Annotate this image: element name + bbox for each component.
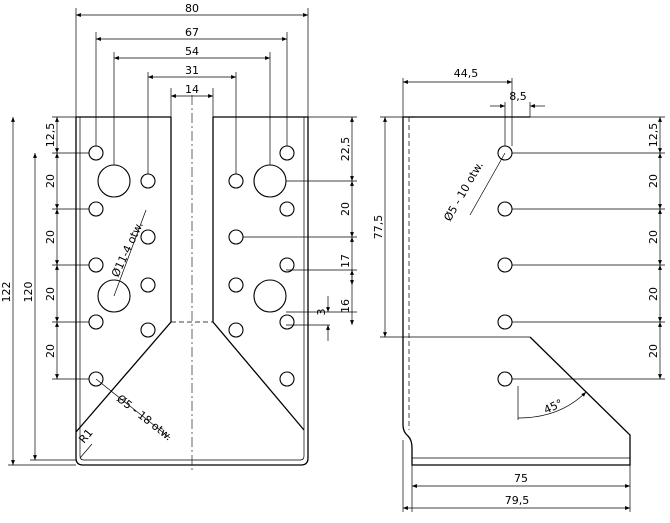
radius-label: R1 [76,426,95,446]
side-bottom-dimensions: 75 79,5 [403,472,630,510]
dim-12-5: 12,5 [44,123,57,148]
dim-8-5: 8,5 [509,90,527,103]
dim-20-c: 20 [44,287,57,301]
hole [497,314,513,330]
hole [228,173,244,189]
hole [140,322,156,338]
small-holes-label: Ø5 - 18 otw. [114,392,175,443]
hole [140,173,156,189]
dim-20-a: 20 [44,174,57,188]
dim-20-b: 20 [44,230,57,244]
side-holes-label: Ø5 - 10 otw. [441,159,486,223]
side-extension-lines [380,78,665,512]
front-top-dimensions: 80 67 54 31 14 [76,2,308,98]
side-right-dimensions: 12,5 20 20 20 20 [647,117,662,379]
dim-44-5: 44,5 [454,67,479,80]
large-hole [97,164,131,198]
front-right-dimensions: 22,5 20 17 16 3 [315,117,354,341]
front-small-holes [88,145,295,387]
hole [497,201,513,217]
hole [497,257,513,273]
front-large-holes [97,164,287,313]
dim-122: 122 [0,282,13,303]
hole [140,229,156,245]
dim-16: 16 [339,299,352,313]
hole [279,371,295,387]
dim-20-side-a: 20 [647,174,660,188]
front-left-extension-lines [8,116,89,466]
hole [497,371,513,387]
side-left-dimension: 77,5 [372,117,387,337]
hole [228,322,244,338]
hole [279,201,295,217]
dim-75: 75 [514,472,528,485]
dim-120: 120 [22,282,35,303]
dim-22-5: 22,5 [339,137,352,162]
angle-arc [517,391,587,419]
large-holes-label: Ø11-4 otw. [109,220,146,280]
dim-20-side-c: 20 [647,287,660,301]
dim-67: 67 [185,26,199,39]
dim-77-5: 77,5 [372,215,385,240]
angle-label: 45° [542,397,565,417]
hole [88,201,104,217]
hole [88,314,104,330]
dim-17: 17 [339,254,352,268]
hole [228,277,244,293]
dim-20-side-d: 20 [647,344,660,358]
dim-20-side-b: 20 [647,230,660,244]
large-hole [253,164,287,198]
large-hole [253,279,287,313]
dim-20-d: 20 [44,344,57,358]
hole [140,277,156,293]
dim-79-5: 79,5 [505,494,530,507]
hole [88,145,104,161]
dim-31: 31 [185,64,199,77]
side-view: 44,5 8,5 77,5 12,5 20 20 20 20 75 [372,67,665,512]
hole [88,257,104,273]
hole [279,257,295,273]
side-holes [497,145,513,387]
hole [279,145,295,161]
dim-3: 3 [315,309,328,316]
front-view: 80 67 54 31 14 122 120 12,5 20 20 20 20 [0,2,357,470]
center-slot [75,117,172,433]
dim-14: 14 [185,83,199,96]
dim-80: 80 [185,2,199,15]
side-labels: Ø5 - 10 otw. 45° [441,152,587,419]
front-left-dimensions: 122 120 12,5 20 20 20 20 [0,117,59,465]
dim-54: 54 [185,45,199,58]
dim-20-right: 20 [339,202,352,216]
hole [228,229,244,245]
front-right-extension-lines [243,116,357,326]
side-plate-outline [402,117,631,466]
dim-12-5-side: 12,5 [647,123,660,148]
hole [279,314,295,330]
front-top-extension-lines [75,8,309,174]
side-top-dimensions: 44,5 8,5 [403,67,545,108]
